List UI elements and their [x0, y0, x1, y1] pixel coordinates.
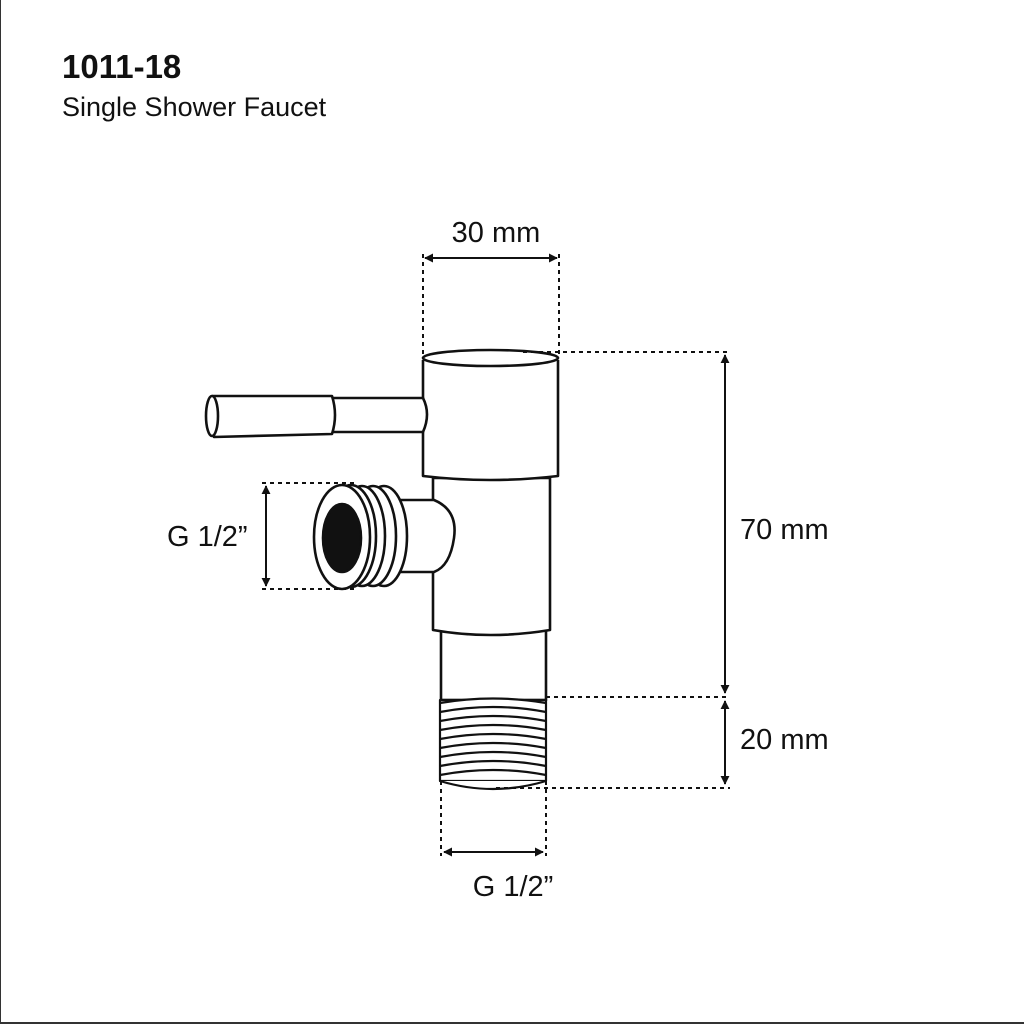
dim-height-body [523, 351, 730, 698]
dim-bottom-inlet-label: G 1/2” [473, 871, 554, 903]
dim-side-outlet-label: G 1/2” [167, 521, 248, 553]
lever-handle [204, 394, 429, 439]
bottom-pipe [439, 626, 548, 702]
product-name: Single Shower Faucet [62, 92, 327, 122]
product-code: 1011-18 [62, 48, 182, 85]
dim-width-top-label: 30 mm [452, 217, 541, 249]
dim-bottom-inlet [440, 781, 547, 857]
side-outlet [312, 483, 456, 591]
outlet-hole [321, 502, 363, 574]
middle-body [431, 476, 552, 637]
faucet-body [421, 348, 560, 702]
dim-height-thread-label: 20 mm [740, 724, 829, 756]
top-cap-rim [421, 348, 560, 368]
dim-height-body-label: 70 mm [740, 514, 829, 546]
dim-width-top [422, 253, 560, 358]
dim-side-outlet [261, 482, 356, 590]
top-cap [421, 360, 560, 482]
bottom-thread [438, 697, 548, 791]
dim-height-thread [496, 700, 730, 789]
